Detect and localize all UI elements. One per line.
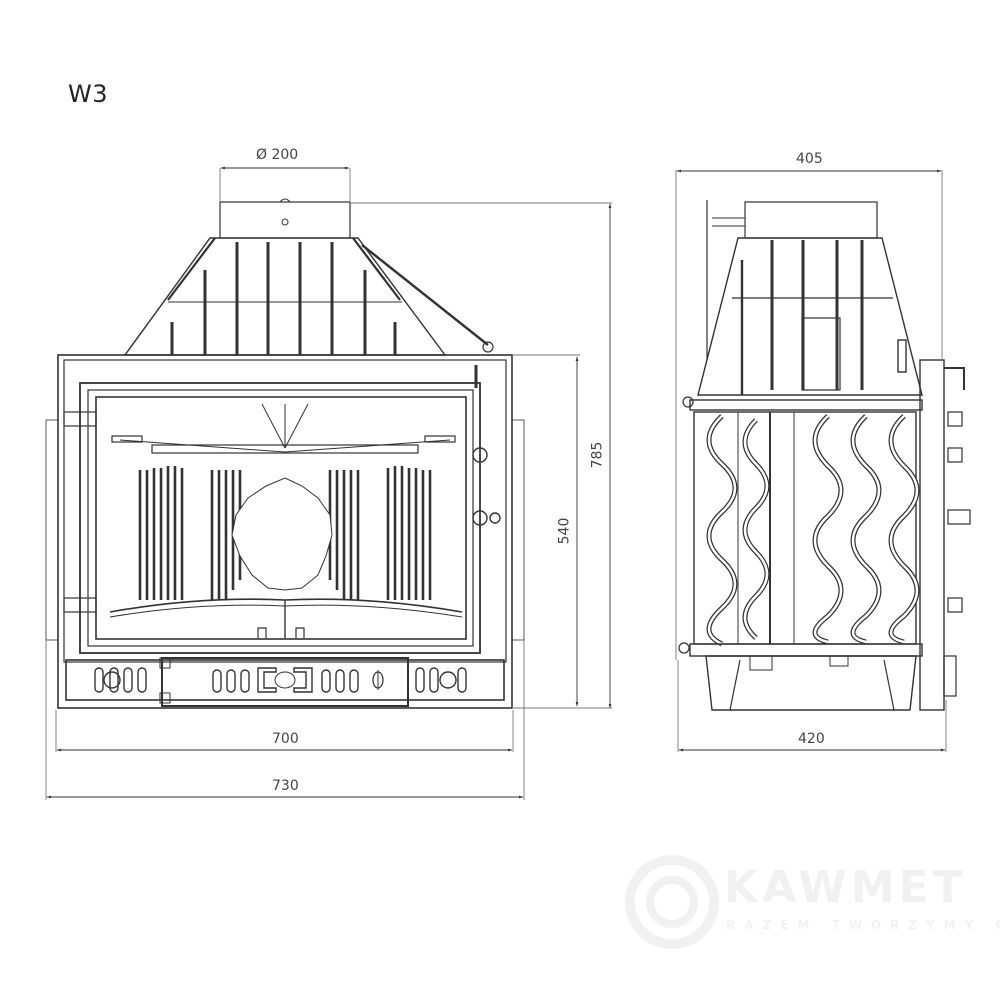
flame-cutout [231,477,333,591]
right-side-panel [511,419,525,641]
glass-area [95,396,467,640]
dimension-bottom-depth: 420 [798,731,825,747]
lower-hinge [63,597,97,613]
dimension-top-depth: 405 [796,151,823,167]
smoke-hood [123,237,494,356]
watermark-brand: KAWMET [724,862,967,913]
heat-exchanger [693,411,917,645]
dimension-flue-diameter: Ø 200 [256,147,299,163]
brand-logo-icon [625,855,719,949]
front-view [45,198,525,709]
dimension-body-height: 540 [556,517,573,545]
left-side-panel [45,419,59,641]
side-view [678,200,971,711]
outer-frame [57,354,513,709]
door-handle-icon [472,510,488,526]
door-frame [79,382,481,654]
air-control-panel [65,657,505,707]
dimension-total-width: 730 [272,778,299,794]
dimension-lines [45,166,947,800]
door-latch-icon [472,447,488,463]
watermark-subtitle: RAZEM TWORZYMY CIEPŁO [726,918,1000,932]
dimension-body-width: 700 [272,731,299,747]
upper-hinge [63,411,97,427]
side-flue-collar [744,201,878,239]
drawing-title: W3 [68,80,108,108]
flue-collar [219,198,351,239]
dimension-total-height: 785 [589,441,606,469]
water-coils [706,414,920,647]
